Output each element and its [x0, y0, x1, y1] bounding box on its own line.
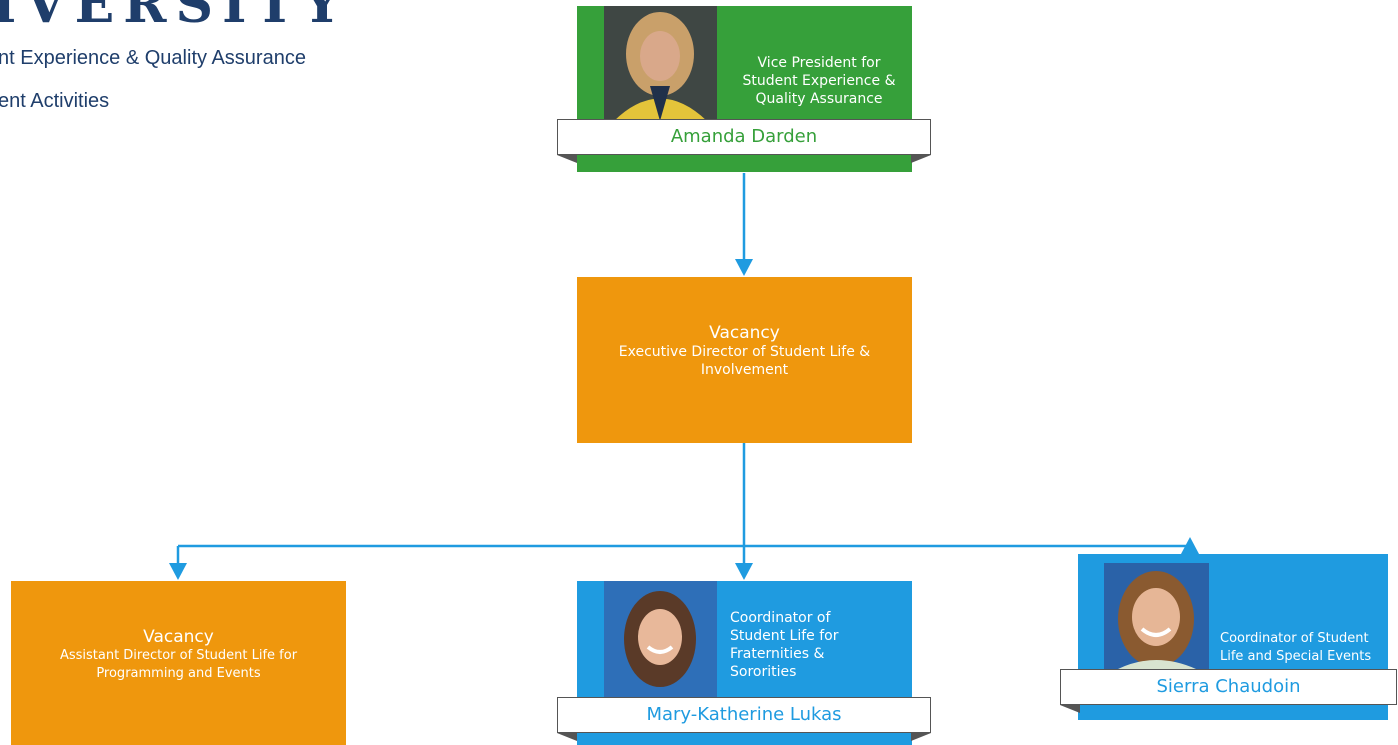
exec-director-title: Vacancy: [709, 323, 780, 343]
asst-director-role: Assistant Director of Student Life for P…: [59, 648, 298, 681]
asst-director-node: Vacancy Assistant Director of Student Li…: [11, 581, 346, 745]
exec-director-role: Executive Director of Student Life & Inv…: [618, 344, 871, 378]
arrow-to-coord-frat: [735, 563, 753, 580]
vp-photo: [604, 6, 717, 121]
vp-ribbon-fold-right: [911, 155, 931, 163]
unit-title: ent Activities: [0, 90, 110, 112]
coord-frat-ribbon-fold-left: [557, 733, 577, 741]
arrow-to-exec: [735, 259, 753, 276]
coord-events-role: Coordinator of Student Life and Special …: [1220, 631, 1372, 664]
coord-frat-name-ribbon: Mary-Katherine Lukas: [557, 697, 931, 733]
vp-role: Vice President for Student Experience & …: [742, 55, 896, 107]
university-logo-text: IVERSITY: [0, 0, 350, 35]
vp-name-ribbon: Amanda Darden: [557, 119, 931, 155]
department-title: nt Experience & Quality Assurance: [0, 47, 306, 69]
asst-director-title: Vacancy: [143, 627, 214, 647]
coord-events-photo: [1104, 563, 1209, 669]
coord-frat-ribbon-fold-right: [911, 733, 931, 741]
coord-frat-role: Coordinator of Student Life for Fraterni…: [730, 610, 839, 680]
arrow-to-asst: [169, 563, 187, 580]
coord-events-name-ribbon: Sierra Chaudoin: [1060, 669, 1397, 705]
coord-frat-photo: [604, 581, 717, 697]
vp-ribbon-fold-left: [557, 155, 577, 163]
coord-events-ribbon-fold-left: [1060, 705, 1080, 713]
exec-director-node: Vacancy Executive Director of Student Li…: [577, 277, 912, 443]
arrow-to-coord-events: [1181, 537, 1199, 554]
